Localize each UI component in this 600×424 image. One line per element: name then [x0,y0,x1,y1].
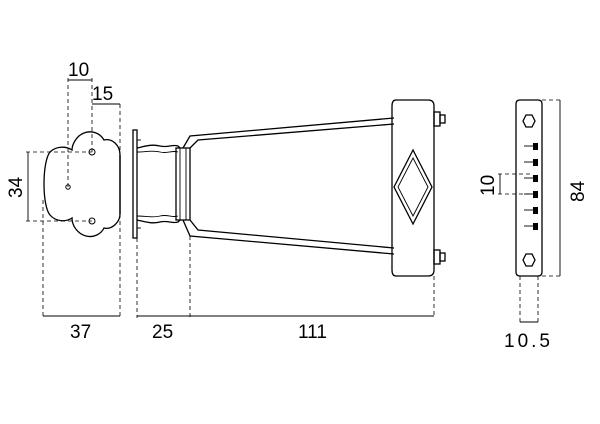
dim-slot-spacing: 10 [478,174,501,196]
dim-base-top-width: 10 [68,60,92,81]
body-extension-lines [136,236,435,318]
dim-base-offset: 15 [92,84,120,105]
dim-label-25: 25 [152,322,173,343]
dim-frame-length: 111 [190,315,434,343]
side-extension-lines [498,99,562,324]
dim-neck-length: 25 [137,315,190,343]
string-slots [524,143,538,230]
dim-label-10-top: 10 [68,60,89,81]
dim-label-10-side: 10 [478,175,499,196]
dim-label-111: 111 [298,322,327,343]
hex-nut-top [522,114,536,128]
dim-base-height: 34 [6,152,29,221]
dim-label-15: 15 [92,84,113,105]
bolt-bottom [433,249,441,265]
dim-total-height: 84 [559,100,589,276]
diamond-inlay [393,148,433,226]
dim-label-34: 34 [6,176,27,198]
tailpiece-body [132,99,446,277]
dim-label-84: 84 [568,180,589,202]
dim-end-thickness: 10.5 [504,321,553,352]
end-block-side-view [515,99,543,277]
bolt-top [433,111,441,127]
dim-label-37: 37 [70,322,91,343]
dim-label-10-5: 10.5 [504,331,553,352]
hex-nut-bottom [522,253,536,267]
dim-base-width: 37 [43,315,120,343]
plate-extension-lines [26,78,121,318]
